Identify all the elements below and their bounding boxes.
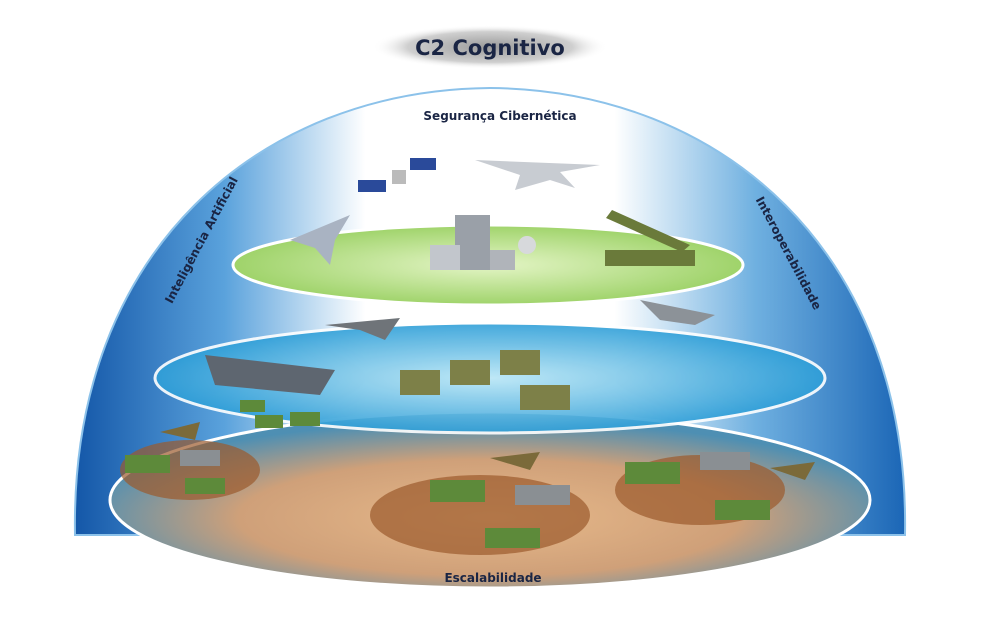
bomber-aircraft-icon bbox=[475, 160, 600, 190]
radar-dish-icon bbox=[518, 236, 536, 254]
label-scalability: Escalabilidade bbox=[444, 571, 541, 585]
drone-icon bbox=[325, 318, 400, 340]
title: C2 Cognitivo bbox=[415, 36, 565, 60]
ground-systems-icon bbox=[400, 350, 570, 410]
title-shadow bbox=[372, 25, 608, 69]
tank-icons bbox=[125, 400, 770, 548]
command-building-icon bbox=[430, 215, 515, 270]
satellite-icon bbox=[358, 158, 436, 192]
warship-icon bbox=[205, 355, 335, 395]
missile-launcher-icon bbox=[605, 210, 695, 266]
label-cybersecurity: Segurança Cibernética bbox=[423, 109, 576, 123]
fighter-jet-icon bbox=[290, 215, 350, 265]
helicopter-icons bbox=[160, 422, 815, 480]
jet-icon bbox=[640, 300, 715, 325]
